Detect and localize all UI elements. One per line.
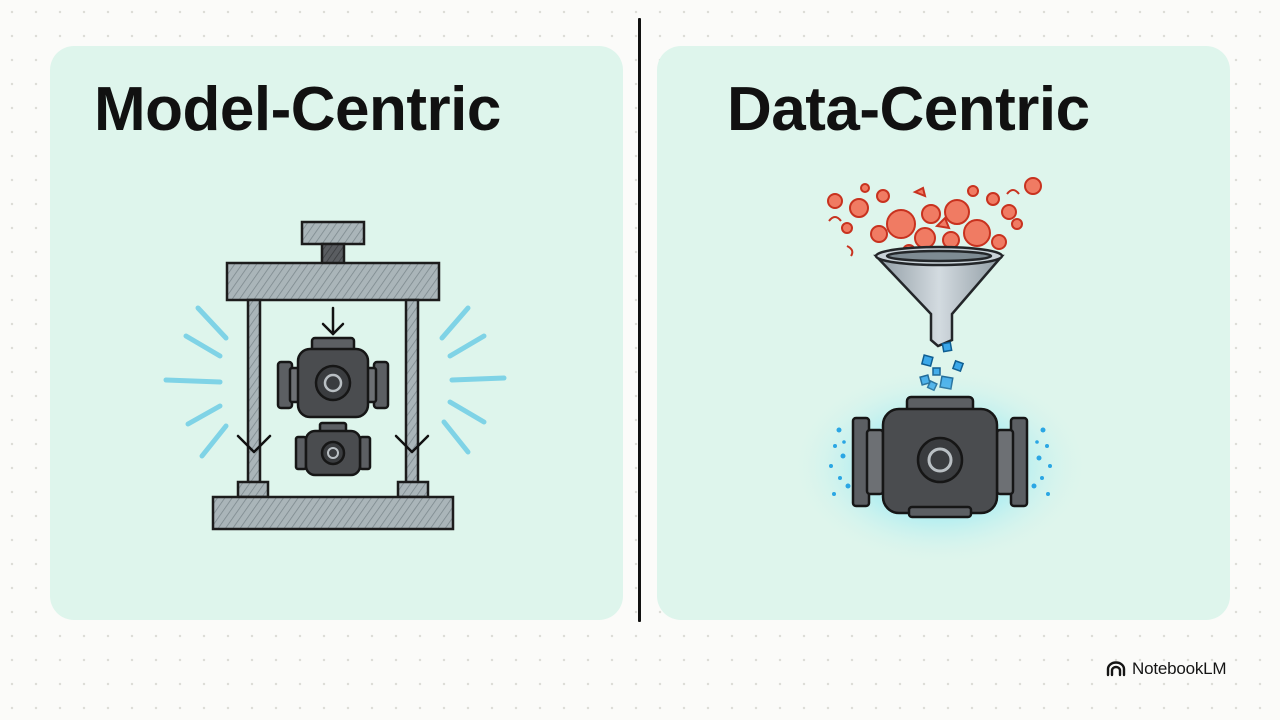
vertical-divider	[638, 18, 641, 622]
sparkle-dots-icon	[829, 427, 1052, 496]
press-down-arrow-icon	[321, 306, 345, 336]
data-centric-title: Data-Centric	[727, 75, 1090, 144]
impact-lines-right-icon	[439, 305, 507, 455]
raw-data-particles-icon	[827, 177, 1042, 264]
funnel-icon	[873, 245, 1005, 348]
notebooklm-label: NotebookLM	[1132, 659, 1227, 678]
model-block-large-icon	[276, 336, 390, 419]
column-arrow-left-icon	[236, 434, 272, 454]
model-centric-panel: Model-Centric	[50, 46, 623, 620]
model-block-small-icon	[294, 421, 372, 477]
impact-lines-left-icon	[163, 305, 229, 459]
hydraulic-press-icon	[211, 220, 455, 531]
data-centric-panel: Data-Centric	[657, 46, 1230, 620]
notebooklm-logo-icon	[1106, 661, 1126, 677]
model-centric-title: Model-Centric	[94, 75, 501, 144]
data-funnel-illustration	[790, 177, 1090, 566]
model-block-clean-icon	[851, 395, 1029, 519]
notebooklm-branding: NotebookLM	[1106, 659, 1227, 679]
model-press-illustration	[163, 220, 507, 531]
column-arrow-right-icon	[394, 434, 430, 454]
